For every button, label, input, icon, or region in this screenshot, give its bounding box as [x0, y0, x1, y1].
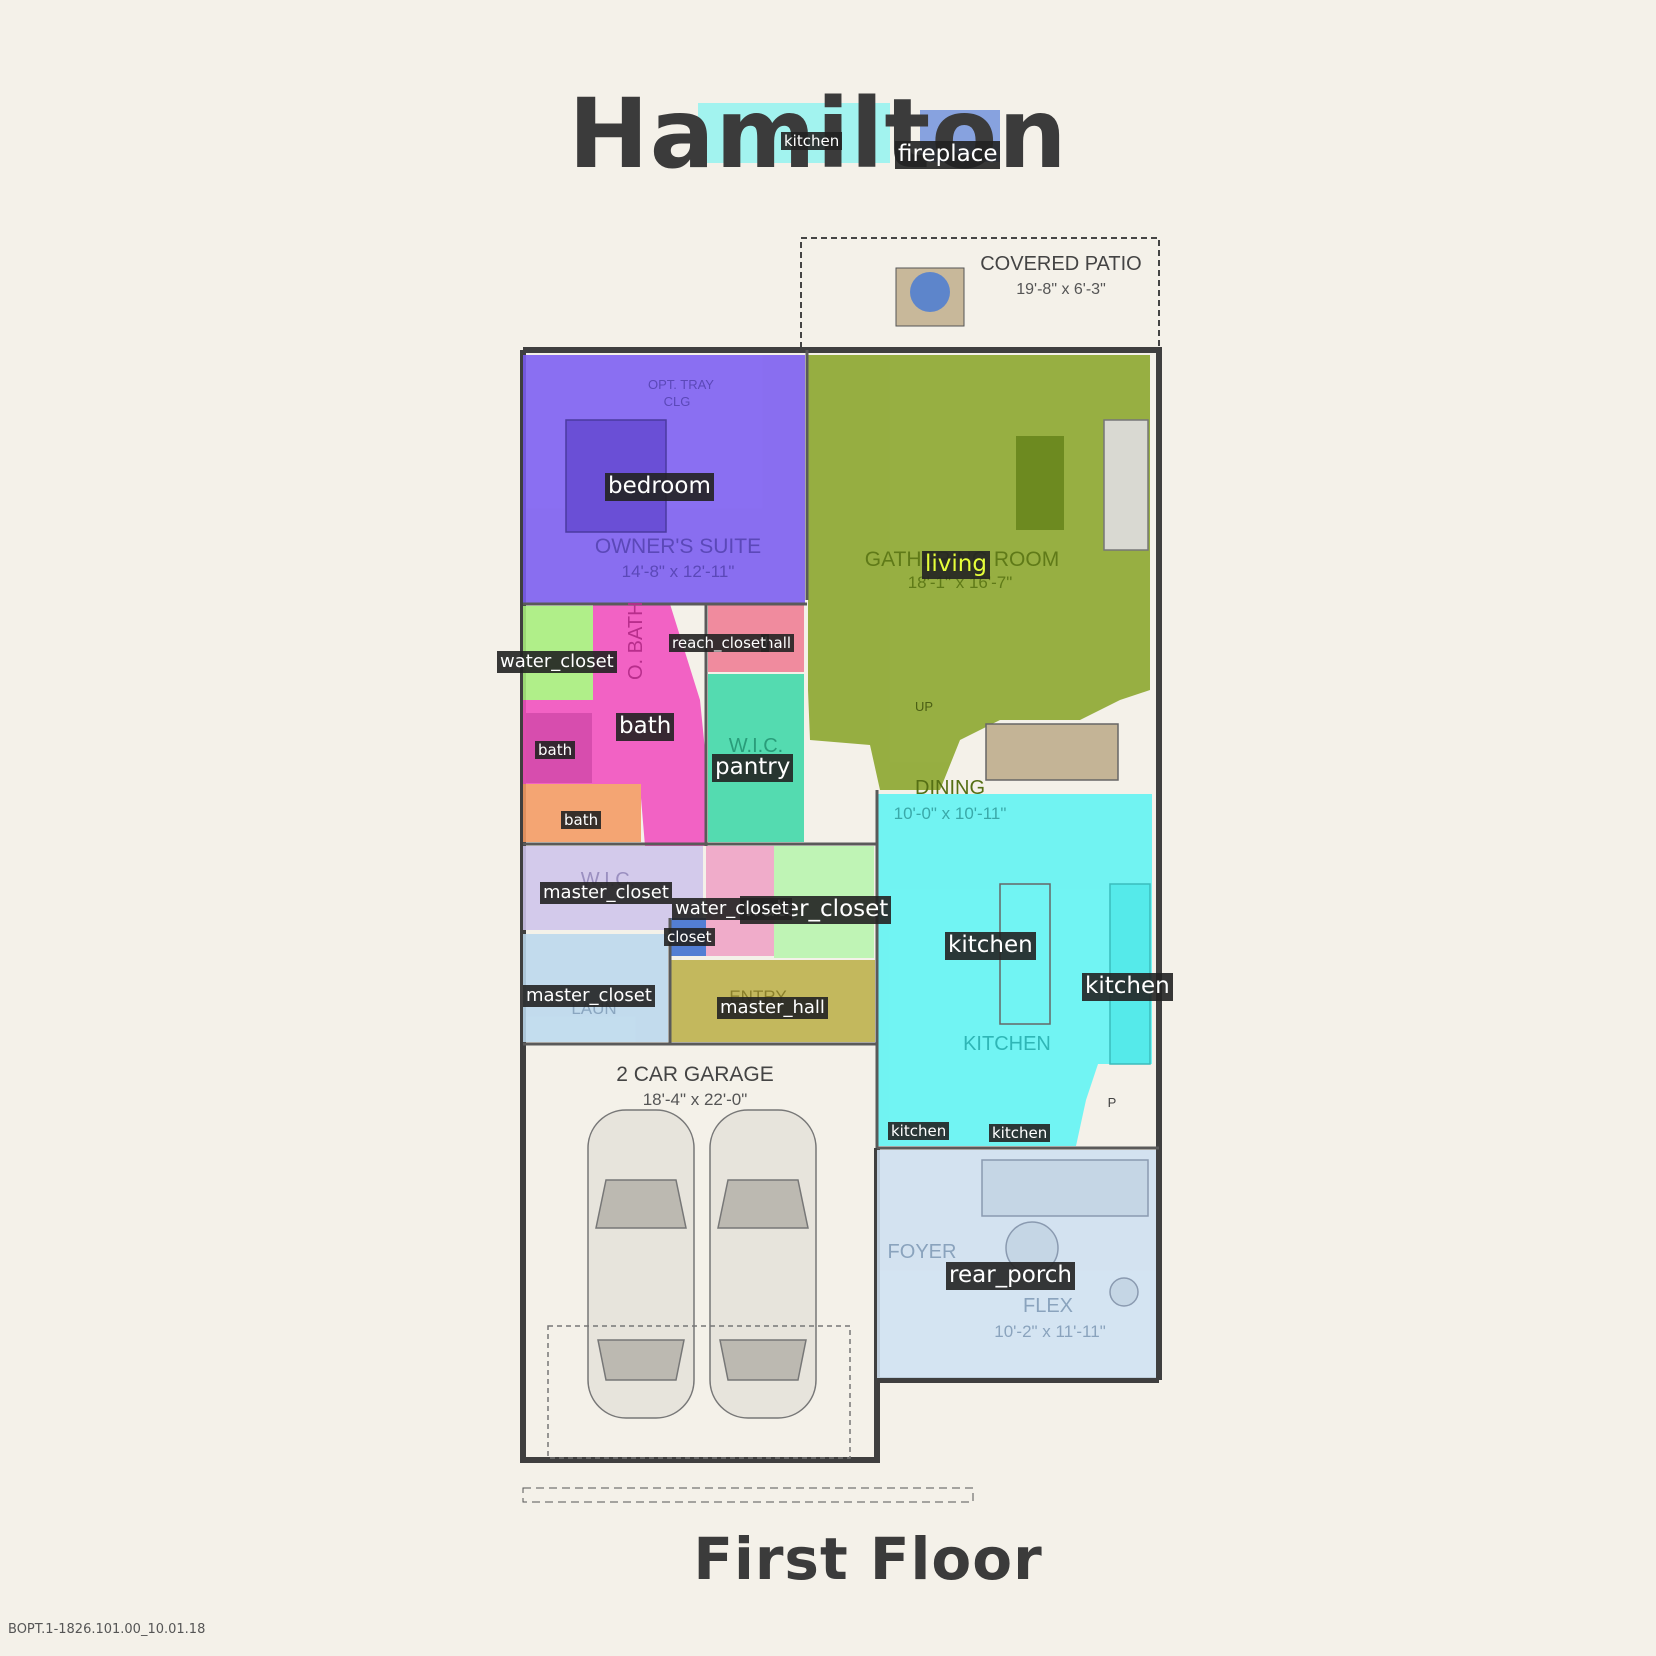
label-water-closet-1: water_closet — [497, 651, 617, 673]
label-master-closet-1: master_closet — [540, 882, 672, 904]
label-master-hall: master_hall — [717, 997, 828, 1019]
label-rear-porch: rear_porch — [946, 1262, 1075, 1290]
up-label: UP — [915, 699, 933, 714]
label-fireplace: fireplace — [895, 141, 1001, 169]
label-master-closet-2: master_closet — [523, 985, 655, 1007]
label-bath-tub: bath — [561, 811, 602, 829]
label-pantry: pantry — [712, 754, 794, 782]
kitchen-room-label: KITCHEN — [963, 1033, 1051, 1055]
wic-1-label: W.I.C. — [729, 735, 783, 757]
dining-label: DINING — [915, 777, 985, 799]
foyer-label: FOYER — [888, 1241, 957, 1263]
label-hall: hall — [761, 634, 795, 652]
pantry-p-label: P — [1108, 1095, 1117, 1110]
label-water-closet-2: water_closet — [672, 898, 792, 920]
kitchen-region — [877, 794, 1152, 1146]
label-kitchen-small-2: kitchen — [989, 1124, 1051, 1142]
car-2 — [709, 1109, 817, 1419]
clg-label: CLG — [664, 394, 691, 409]
covered-patio: COVERED PATIO 19'-8" x 6'-3" — [800, 237, 1160, 351]
car-1 — [587, 1109, 695, 1419]
flex-dim: 10'-2" x 11'-11" — [994, 1322, 1106, 1341]
label-bath-main: bath — [616, 713, 675, 741]
floor-title: First Floor — [693, 1525, 1043, 1593]
driveway-edge — [522, 1487, 974, 1503]
dining-dim: 10'-0" x 10'-11" — [894, 804, 1007, 823]
plan-text: OPT. TRAY CLG OWNER'S SUITE 14'-8" x 12'… — [571, 377, 1116, 1341]
garage-dim: 18'-4" x 22'-0" — [643, 1090, 748, 1109]
furniture — [547, 419, 1151, 1459]
label-bath-shower: bath — [535, 741, 576, 759]
patio-dim: 19'-8" x 6'-3" — [1016, 281, 1106, 298]
label-kitchen-title: kitchen — [781, 132, 843, 150]
document-code: BOPT.1-1826.101.00_10.01.18 — [8, 1622, 206, 1637]
label-kitchen-small-1: kitchen — [888, 1122, 950, 1140]
label-bedroom: bedroom — [605, 473, 714, 501]
o-bath-label: O. BATH — [625, 601, 647, 680]
label-reach-closet: reach_closet — [669, 634, 770, 652]
opt-tray-label: OPT. TRAY — [648, 377, 714, 392]
flex-label: FLEX — [1023, 1295, 1073, 1317]
label-kitchen-main: kitchen — [945, 932, 1036, 960]
owners-suite-label: OWNER'S SUITE — [595, 535, 761, 558]
label-living: living — [922, 551, 990, 579]
patio-fireplace-mark — [910, 272, 950, 312]
label-kitchen-side: kitchen — [1082, 973, 1173, 1001]
label-closet: closet — [664, 928, 715, 946]
owners-suite-dim: 14'-8" x 12'-11" — [622, 562, 735, 581]
patio-label: COVERED PATIO — [980, 253, 1142, 275]
garage-label: 2 CAR GARAGE — [616, 1063, 774, 1086]
